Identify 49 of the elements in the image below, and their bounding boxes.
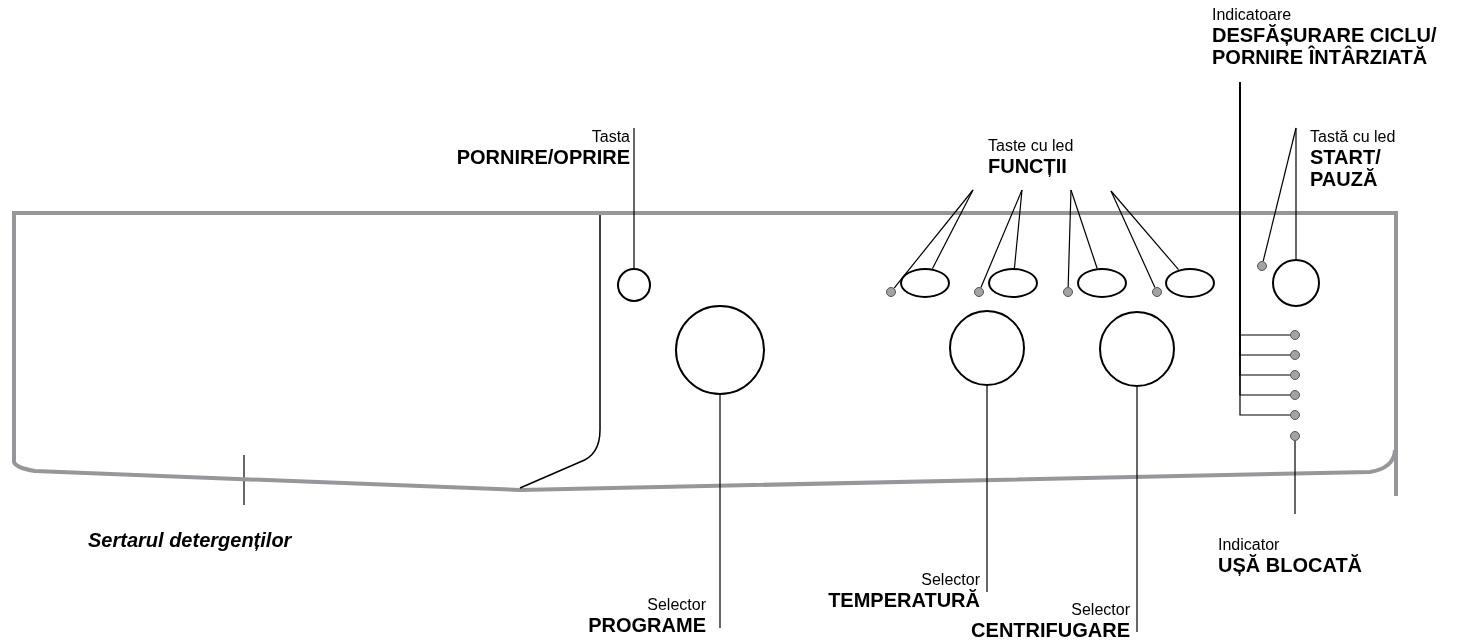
round-button xyxy=(1272,259,1320,307)
callout-caption: Indicatoare xyxy=(1212,6,1293,24)
leader-line xyxy=(719,394,721,629)
indicator-light xyxy=(1290,390,1300,400)
callout-title: START/ PAUZĂ xyxy=(1310,146,1382,190)
leader-line xyxy=(1070,189,1098,269)
indicator-light xyxy=(1257,261,1267,271)
oval-button xyxy=(1077,268,1127,298)
callout-title: FUNCȚII xyxy=(988,155,1068,177)
indicator-light xyxy=(1290,431,1300,441)
callout-title: TEMPERATURĂ xyxy=(827,589,980,611)
indicator-light xyxy=(1152,287,1162,297)
callout-caption: Tasta xyxy=(590,128,630,146)
leader-line xyxy=(1013,189,1023,269)
callout-label: Sertarul detergenților xyxy=(88,529,348,551)
leader-line xyxy=(1067,189,1072,288)
leader-line xyxy=(1295,127,1297,260)
indicator-light xyxy=(974,287,984,297)
leader-line xyxy=(633,127,635,269)
callout-caption: Selector xyxy=(646,596,706,614)
leader-line xyxy=(1110,190,1180,271)
indicator-light xyxy=(1290,350,1300,360)
callout-title: UȘĂ BLOCATĂ xyxy=(1218,554,1364,576)
indicator-light xyxy=(1290,410,1300,420)
indicator-light xyxy=(886,287,896,297)
leader-line xyxy=(893,189,974,289)
leader-line xyxy=(1136,386,1138,633)
oval-button xyxy=(988,268,1038,298)
leader-line xyxy=(931,189,974,270)
oval-button xyxy=(1165,268,1215,298)
callout-title: CENTRIFUGARE xyxy=(970,619,1130,641)
indicator-light xyxy=(1290,330,1300,340)
callout-caption: Indicator xyxy=(1218,536,1281,554)
callout-caption: Selector xyxy=(1070,601,1130,619)
callout-caption: Selector xyxy=(920,571,980,589)
callout-caption: Taste cu led xyxy=(988,137,1075,155)
round-button xyxy=(617,268,651,302)
callout-title: PORNIRE/OPRIRE xyxy=(455,146,630,168)
leader-line xyxy=(980,189,1023,288)
callout-title: PROGRAME xyxy=(587,614,706,636)
leader-line xyxy=(1110,190,1156,289)
leader-line xyxy=(243,454,245,506)
indicator-light xyxy=(1290,370,1300,380)
oval-button xyxy=(900,268,950,298)
leader-line xyxy=(1294,440,1296,515)
callout-caption: Tastă cu led xyxy=(1310,128,1397,146)
leader-line xyxy=(986,385,988,593)
indicator-light xyxy=(1063,287,1073,297)
callout-title: DESFĂȘURARE CICLU/ PORNIRE ÎNTÂRZIATĂ xyxy=(1212,24,1438,68)
